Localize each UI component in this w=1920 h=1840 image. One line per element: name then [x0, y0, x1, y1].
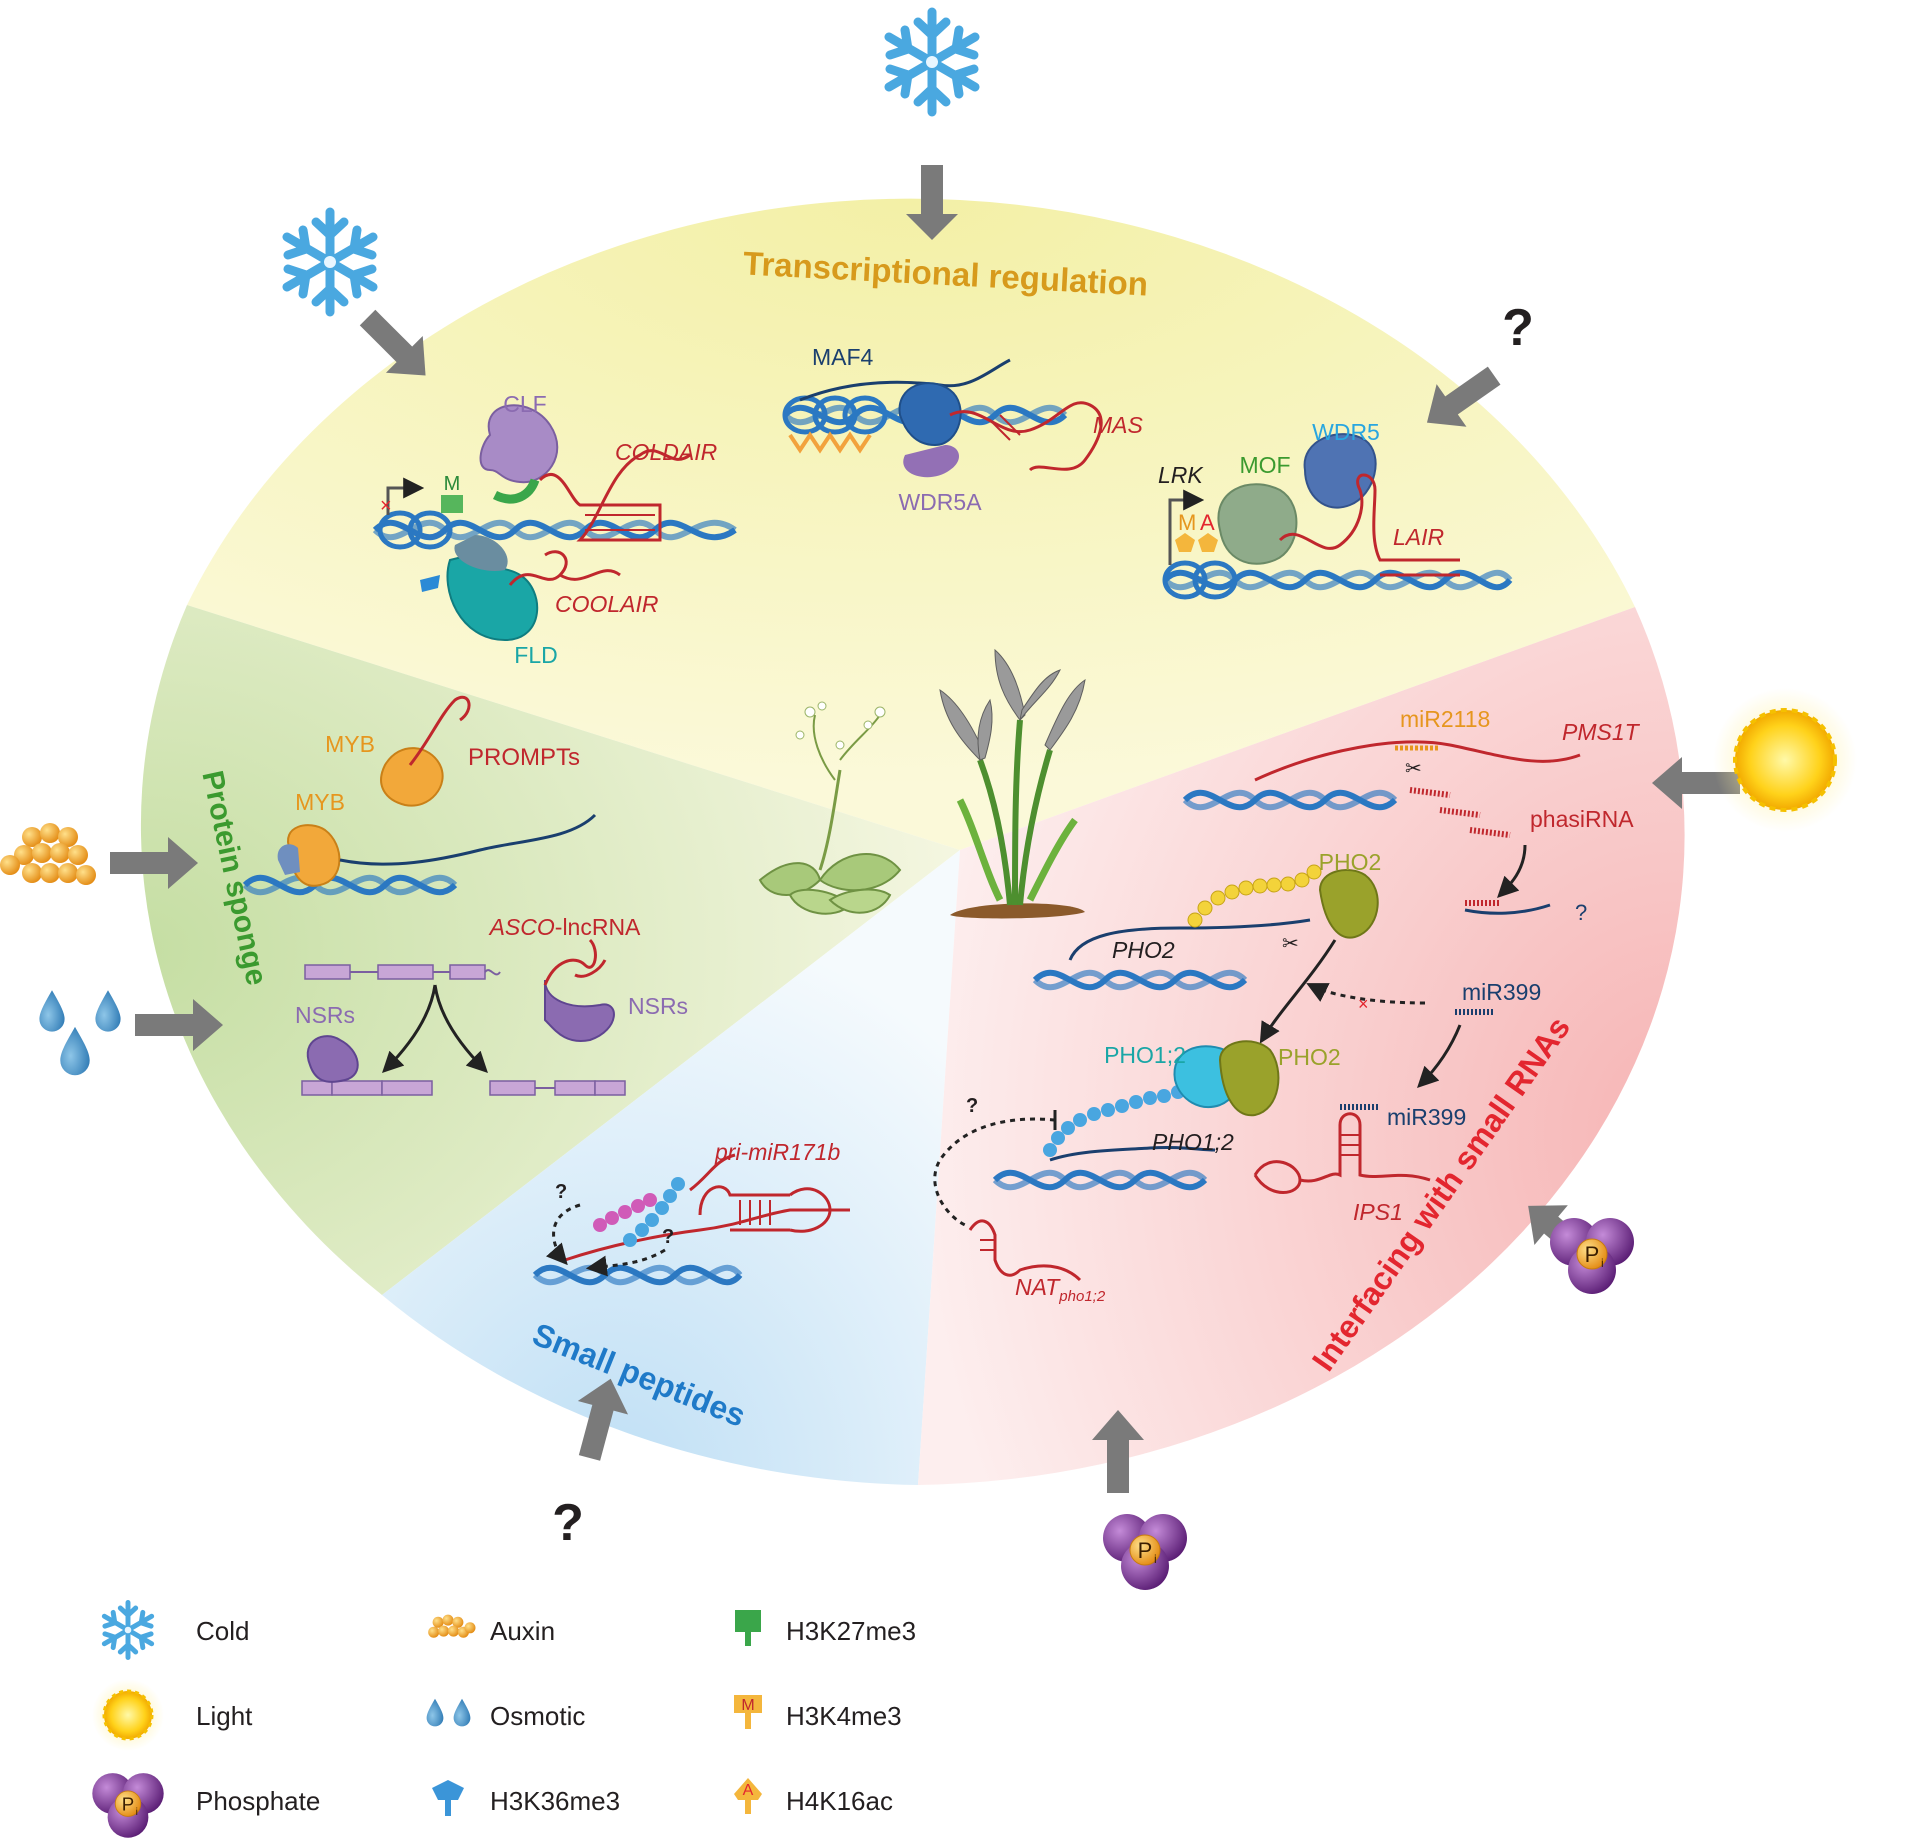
- sector-small-rnas: [918, 607, 1685, 1485]
- mir399-label-1: miR399: [1462, 979, 1541, 1005]
- legend-cold-label: Cold: [196, 1616, 249, 1646]
- m-mark-label-2: M: [1178, 510, 1196, 535]
- auxin-icon: [0, 823, 96, 885]
- legend-osmotic-icon: [426, 1698, 471, 1727]
- wdr5-label: WDR5: [1312, 419, 1380, 445]
- svg-text:P: P: [1138, 1538, 1153, 1563]
- phosphate-icon: P i: [1102, 1513, 1188, 1591]
- sun-icon: [1713, 688, 1857, 832]
- peptide-chain-blue: [623, 1177, 685, 1247]
- arabidopsis-plant-illustration: [758, 701, 902, 915]
- peptide-question-1: ?: [555, 1181, 567, 1203]
- legend-h3k27me3-icon: [735, 1610, 761, 1646]
- question-mark-bottom: ?: [552, 1494, 584, 1552]
- legend-h3k4me3-icon: M: [734, 1695, 762, 1729]
- pho2-protein-label: PHO2: [1319, 849, 1382, 875]
- pho2-gene-label: PHO2: [1112, 937, 1175, 963]
- maf4-label: MAF4: [812, 344, 874, 370]
- coolair-label: COOLAIR: [555, 591, 659, 617]
- legend-auxin-icon: [428, 1614, 476, 1638]
- mas-label: MAS: [1093, 412, 1144, 438]
- svg-text:i: i: [1154, 1552, 1157, 1566]
- phosphate-icon: P i: [1549, 1217, 1635, 1295]
- legend-h3k36me3-label: H3K36me3: [490, 1786, 620, 1816]
- svg-text:i: i: [1601, 1256, 1604, 1270]
- legend-h4k16ac-icon: A: [734, 1778, 762, 1814]
- m-mark-label: M: [444, 473, 461, 495]
- svg-text:✂: ✂: [1405, 758, 1422, 780]
- pri-mir171b-label: pri-miR171b: [714, 1139, 840, 1165]
- svg-text:P: P: [122, 1794, 134, 1815]
- pho12-question: ?: [966, 1095, 978, 1117]
- legend-h4k16ac-label: H4K16ac: [786, 1786, 893, 1816]
- sector-protein-sponge: [140, 605, 960, 1295]
- lair-label: LAIR: [1393, 524, 1444, 550]
- sector-transcriptional: [187, 198, 1635, 851]
- legend: Cold Light P i Phosphate Auxin Osmotic H…: [91, 1603, 916, 1839]
- legend-auxin-label: Auxin: [490, 1616, 555, 1646]
- rice-plant-illustration: [939, 648, 1086, 919]
- svg-text:×: ×: [380, 495, 392, 517]
- pho12-module: PHO1;2 PHO2 PHO1;2 ? NATpho1;2 miR399 IP…: [933, 1040, 1466, 1305]
- nsrs-label-2: NSRs: [628, 993, 688, 1019]
- svg-text:P: P: [1585, 1242, 1600, 1267]
- peptide-module: pri-miR171b ? ?: [532, 1139, 850, 1286]
- mof-label: MOF: [1239, 452, 1290, 478]
- pms1t-label: PMS1T: [1562, 719, 1641, 745]
- wdr5a-label: WDR5A: [898, 489, 982, 515]
- phasirna-label: phasiRNA: [1530, 806, 1634, 832]
- asco-module: NSRs ASCO-lncRNA NSRs: [295, 914, 688, 1096]
- mas-module: MAF4 WDR5A MAS: [782, 344, 1144, 515]
- phasirna-module: miR2118 ✂ PMS1T phasiRNA ?: [1182, 706, 1641, 925]
- peptide-chain-magenta: [593, 1193, 657, 1232]
- svg-text:✂: ✂: [1282, 933, 1299, 955]
- svg-text:i: i: [136, 1807, 138, 1818]
- lair-module: LRK M A MOF WDR5 LAIR: [1158, 419, 1513, 600]
- svg-text:M: M: [741, 1697, 754, 1714]
- legend-h3k36me3-icon: [432, 1780, 464, 1816]
- legend-light-icon: [92, 1679, 164, 1751]
- sector-small-peptides: [382, 850, 960, 1485]
- phasirna-question: ?: [1575, 900, 1587, 925]
- fld-label: FLD: [514, 642, 557, 668]
- svg-text:A: A: [743, 1782, 754, 1799]
- question-mark-top: ?: [1502, 299, 1534, 357]
- snowflake-icon: [889, 12, 975, 112]
- snowflake-icon: [287, 212, 373, 312]
- coldair-module: × M CLF COLDAIR FLD COOLAIR: [372, 391, 737, 668]
- coldair-label: COLDAIR: [615, 439, 717, 465]
- asco-label: ASCO-lncRNA: [488, 914, 641, 940]
- lrk-label: LRK: [1158, 462, 1204, 488]
- myb-label-2: MYB: [295, 789, 345, 815]
- pho2-module: PHO2 PHO2 ✂ × miR399: [1032, 849, 1541, 1088]
- legend-cold-icon: [104, 1603, 151, 1658]
- mir399-label-2: miR399: [1387, 1104, 1466, 1130]
- clf-label: CLF: [503, 391, 546, 417]
- legend-h3k4me3-label: H3K4me3: [786, 1701, 902, 1731]
- peptide-chain-yellow: [1187, 864, 1322, 928]
- a-mark-label: A: [1200, 510, 1215, 535]
- legend-light-label: Light: [196, 1701, 253, 1731]
- peptide-question-2: ?: [662, 1226, 674, 1248]
- svg-text:×: ×: [1358, 994, 1369, 1014]
- pho12-protein-label: PHO1;2: [1104, 1042, 1186, 1068]
- pho2-protein-label-2: PHO2: [1278, 1044, 1341, 1070]
- mir2118-label: miR2118: [1400, 706, 1490, 732]
- myb-label-1: MYB: [325, 731, 375, 757]
- nsrs-label-1: NSRs: [295, 1002, 355, 1028]
- legend-phosphate-icon: P i: [91, 1772, 165, 1839]
- prompts-label: PROMPTs: [468, 744, 580, 771]
- nat-label: NATpho1;2: [1015, 1274, 1106, 1305]
- legend-h3k27me3-label: H3K27me3: [786, 1616, 916, 1646]
- legend-osmotic-label: Osmotic: [490, 1701, 585, 1731]
- legend-phosphate-label: Phosphate: [196, 1786, 320, 1816]
- pho12-gene-label: PHO1;2: [1152, 1129, 1234, 1155]
- ips1-label: IPS1: [1353, 1199, 1403, 1225]
- myb-module: MYB PROMPTs MYB: [242, 696, 597, 896]
- osmotic-drops-icon: [39, 990, 121, 1076]
